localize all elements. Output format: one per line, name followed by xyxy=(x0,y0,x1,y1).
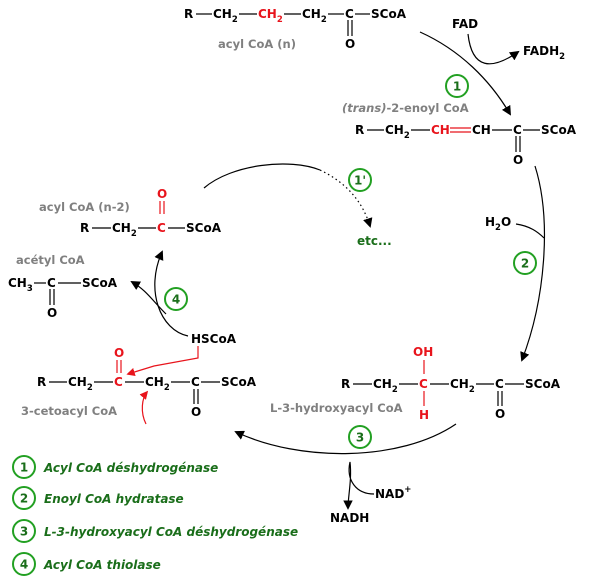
name-acyl-coa-n: acyl CoA (n) xyxy=(218,37,296,51)
atom-ch2: CH2 xyxy=(145,375,170,393)
atom-r: R xyxy=(184,7,193,21)
atom-ch2: CH2 xyxy=(213,7,238,25)
atom-o: O xyxy=(345,37,355,51)
atom-scoa: SCoA xyxy=(525,377,561,391)
molecule-acyl-coa-n2: acyl CoA (n-2) O R CH2 C SCoA xyxy=(39,187,222,239)
atom-o: O xyxy=(47,306,57,320)
atom-h: H xyxy=(419,408,429,422)
atom-r: R xyxy=(355,123,364,137)
svg-text:3: 3 xyxy=(20,525,28,539)
arrow-hscoa-attack xyxy=(126,346,199,377)
atom-ch2: CH2 xyxy=(112,221,137,239)
cofactor-h2o: H2O xyxy=(485,215,511,233)
arrow-step-2 xyxy=(520,165,545,362)
atom-ch2: CH2 xyxy=(373,377,398,395)
cofactor-nadh: NADH xyxy=(330,511,369,525)
molecule-acetyl-coa: acétyl CoA CH3 C SCoA O xyxy=(8,253,118,320)
legend-item-3: 3 L-3-hydroxyacyl CoA déshydrogénase xyxy=(12,519,298,543)
atom-c: C xyxy=(191,375,200,389)
step-badge-1-prime: 1' xyxy=(348,168,372,192)
svg-text:1: 1 xyxy=(453,80,461,94)
legend-label: Enoyl CoA hydratase xyxy=(44,492,184,506)
atom-r: R xyxy=(37,375,46,389)
svg-text:2: 2 xyxy=(20,492,28,506)
step-badge-2: 2 xyxy=(513,251,537,275)
atom-ch2: CH2 xyxy=(450,377,475,395)
svg-text:1': 1' xyxy=(354,174,366,188)
step-badge-4: 4 xyxy=(164,287,188,311)
cofactor-hscoa: HSCoA xyxy=(191,332,237,346)
arrow-step-1 xyxy=(419,31,511,116)
arrow-step-4-to-acetyl xyxy=(130,281,167,315)
atom-ch3: CH3 xyxy=(8,276,33,294)
atom-c: C xyxy=(513,123,522,137)
svg-text:1: 1 xyxy=(20,461,28,475)
step-badge-1: 1 xyxy=(445,74,469,98)
svg-text:4: 4 xyxy=(172,293,180,307)
cofactor-fad: FAD xyxy=(452,17,478,31)
atom-c-beta: C xyxy=(114,375,123,389)
atom-o: O xyxy=(495,407,505,421)
atom-c: C xyxy=(495,377,504,391)
legend-item-4: 4 Acyl CoA thiolase xyxy=(12,552,161,576)
name-acyl-coa-n2: acyl CoA (n-2) xyxy=(39,200,130,214)
name-cetoacyl-coa: 3-cetoacyl CoA xyxy=(21,404,117,418)
svg-text:4: 4 xyxy=(20,558,28,572)
step-badge-3: 3 xyxy=(348,425,372,449)
arrow-nad-to-nadh xyxy=(343,461,375,510)
atom-o: O xyxy=(513,153,523,167)
atom-ch2-alpha: CH2 xyxy=(258,7,283,25)
atom-scoa: SCoA xyxy=(221,375,257,389)
atom-c: C xyxy=(345,7,354,21)
legend-label: Acyl CoA déshydrogénase xyxy=(43,461,218,475)
atom-ch2: CH2 xyxy=(68,375,93,393)
atom-ch2: CH2 xyxy=(385,123,410,141)
arc-next-cycle xyxy=(203,163,321,189)
molecule-hydroxyacyl-coa: OH R CH2 C CH2 C SCoA H O L-3-hydroxyacy… xyxy=(270,345,561,422)
atom-c: C xyxy=(157,221,166,235)
legend-label: L-3-hydroxyacyl CoA déshydrogénase xyxy=(44,525,298,539)
atom-r: R xyxy=(80,221,89,235)
legend-item-1: 1 Acyl CoA déshydrogénase xyxy=(12,455,218,479)
cofactor-nad-plus: NAD+ xyxy=(375,485,411,501)
atom-c: C xyxy=(47,276,56,290)
atom-scoa: SCoA xyxy=(82,276,118,290)
legend: 1 Acyl CoA déshydrogénase 2 Enoyl CoA hy… xyxy=(12,455,298,576)
line-h2o-entry xyxy=(515,223,545,239)
svg-text:3: 3 xyxy=(356,431,364,445)
name-acetyl-coa: acétyl CoA xyxy=(16,253,85,267)
molecule-enoyl-coa: (trans)-2-enoyl CoA R CH2 CH CH C SCoA O xyxy=(342,101,577,167)
legend-item-2: 2 Enoyl CoA hydratase xyxy=(12,486,184,510)
atom-ch2: CH2 xyxy=(302,7,327,25)
atom-o-keto: O xyxy=(114,346,124,360)
atom-o-keto: O xyxy=(157,187,167,201)
name-hydroxyacyl-coa: L-3-hydroxyacyl CoA xyxy=(270,401,403,415)
atom-r: R xyxy=(341,377,350,391)
label-etc: etc... xyxy=(357,234,392,248)
legend-label: Acyl CoA thiolase xyxy=(43,558,161,572)
atom-scoa: SCoA xyxy=(186,221,222,235)
arrow-bond-cleavage xyxy=(139,390,149,425)
molecule-cetoacyl-coa: O R CH2 C CH2 C SCoA O 3-cetoacyl CoA xyxy=(21,346,257,425)
arrow-step-3 xyxy=(234,423,457,455)
atom-ch-beta: CH xyxy=(472,123,491,137)
atom-c-beta: C xyxy=(419,377,428,391)
molecule-acyl-coa-n: R CH2 CH2 CH2 C SCoA O acyl CoA (n) xyxy=(184,7,407,51)
atom-o: O xyxy=(191,405,201,419)
atom-oh: OH xyxy=(413,345,433,359)
name-enoyl-coa: (trans)-2-enoyl CoA xyxy=(342,101,469,115)
svg-text:2: 2 xyxy=(521,257,529,271)
cofactor-fadh2: FADH2 xyxy=(523,44,565,62)
atom-scoa: SCoA xyxy=(371,7,407,21)
arrow-fad-to-fadh2 xyxy=(467,33,520,65)
atom-scoa: SCoA xyxy=(541,123,577,137)
atom-ch-alpha: CH xyxy=(431,123,450,137)
